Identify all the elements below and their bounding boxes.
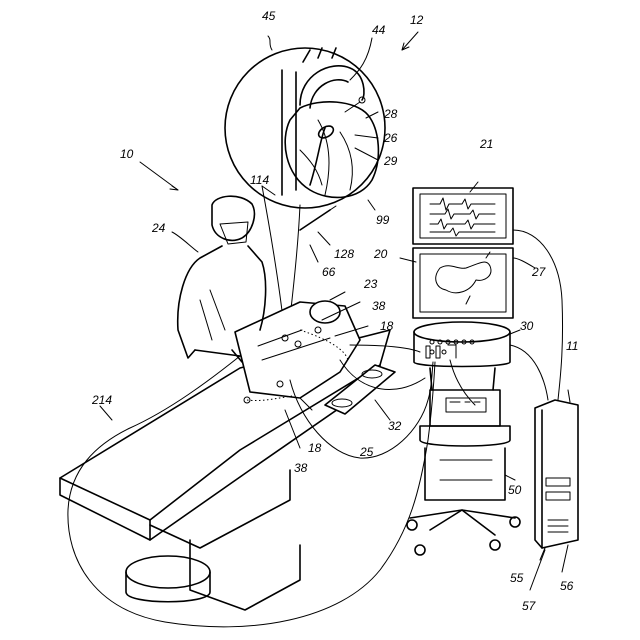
label-38a: 38 — [372, 299, 386, 313]
heart-detail-view — [225, 36, 385, 336]
label-20: 20 — [373, 247, 388, 261]
label-55: 55 — [510, 571, 524, 585]
label-114: 114 — [250, 173, 269, 187]
label-28: 28 — [383, 107, 398, 121]
label-26: 26 — [383, 131, 398, 145]
computer-tower — [530, 390, 578, 590]
label-57: 57 — [522, 599, 537, 613]
monitor-3d-map — [400, 248, 535, 318]
console-cart — [407, 322, 520, 555]
label-27: 27 — [531, 265, 547, 279]
label-128: 128 — [334, 247, 354, 261]
label-10: 10 — [120, 147, 134, 161]
label-24: 24 — [151, 221, 166, 235]
label-21: 21 — [479, 137, 493, 151]
label-66: 66 — [322, 265, 336, 279]
label-23: 23 — [363, 277, 378, 291]
label-44: 44 — [372, 23, 386, 37]
label-12: 12 — [410, 13, 424, 27]
label-99: 99 — [376, 213, 390, 227]
label-30: 30 — [520, 319, 534, 333]
label-18b: 18 — [308, 441, 322, 455]
label-45: 45 — [262, 9, 276, 23]
monitor-ecg — [413, 182, 513, 244]
label-18a: 18 — [380, 319, 394, 333]
label-32: 32 — [388, 419, 402, 433]
label-56: 56 — [560, 579, 574, 593]
label-29: 29 — [383, 154, 398, 168]
label-38b: 38 — [294, 461, 308, 475]
label-25: 25 — [359, 445, 374, 459]
label-214: 214 — [91, 393, 112, 407]
label-11: 11 — [566, 339, 578, 353]
label-50: 50 — [508, 483, 522, 497]
